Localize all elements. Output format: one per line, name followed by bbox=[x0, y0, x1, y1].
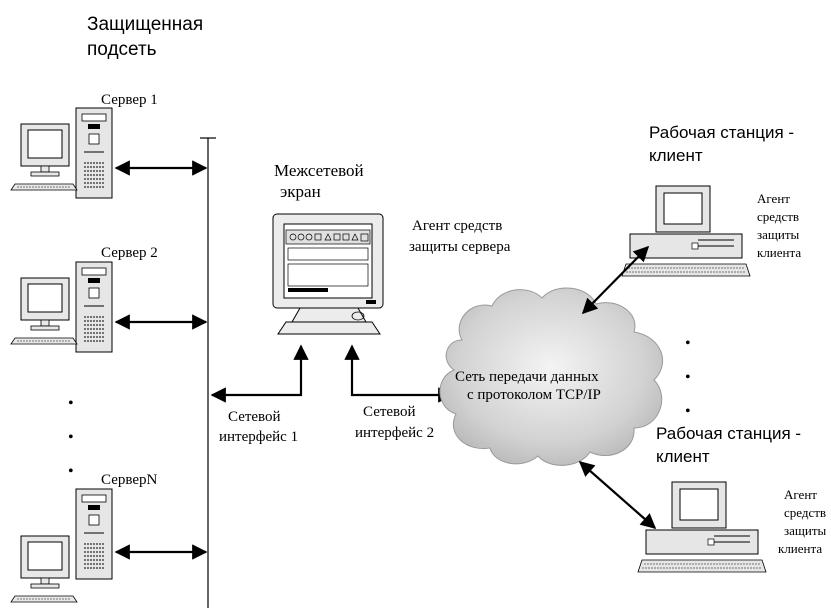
client-2-agent-line2: средств bbox=[784, 505, 826, 520]
firewall-agent-line1: Агент средств bbox=[412, 218, 502, 234]
network-label-line2: с протоколом TCP/IP bbox=[467, 387, 601, 403]
server-dot-3: • bbox=[68, 463, 74, 480]
client-2-title-line1: Рабочая станция - bbox=[656, 424, 801, 443]
firewall-title-line1: Межсетевой bbox=[274, 161, 364, 180]
firewall-interface-1-arrow bbox=[210, 344, 309, 403]
server-1-label: Сервер 1 bbox=[101, 92, 158, 108]
client-1-agent-line3: защиты bbox=[757, 227, 800, 242]
client-2-agent-line4: клиента bbox=[778, 541, 822, 556]
network-cloud-icon bbox=[439, 287, 664, 466]
client-2-link-arrow bbox=[578, 460, 657, 530]
client-1-workstation-icon bbox=[621, 185, 751, 277]
client-dot-1: • bbox=[685, 335, 691, 352]
firewall-title-line2: экран bbox=[280, 182, 321, 201]
server-n-tower-icon bbox=[75, 488, 113, 580]
firewall-agent-line2: защиты сервера bbox=[409, 239, 511, 255]
client-dot-3: • bbox=[685, 403, 691, 420]
client-1-agent-line4: клиента bbox=[757, 245, 801, 260]
client-1-agent-line2: средств bbox=[757, 209, 799, 224]
subnet-title-line1: Защищенная bbox=[87, 14, 203, 35]
client-2-workstation-icon bbox=[637, 481, 767, 573]
server-2-tower-icon bbox=[75, 261, 113, 353]
server-n-label: СерверN bbox=[101, 472, 157, 488]
server-2-label: Сервер 2 bbox=[101, 245, 158, 261]
server-n-monitor-icon bbox=[10, 535, 78, 603]
client-1-title-line1: Рабочая станция - bbox=[649, 123, 794, 142]
server-dot-1: • bbox=[68, 395, 74, 412]
server-1-tower-icon bbox=[75, 107, 113, 199]
server-dot-2: • bbox=[68, 429, 74, 446]
server-2-monitor-icon bbox=[10, 277, 78, 345]
firewall-interface-2-line1: Сетевой bbox=[363, 404, 416, 420]
client-1-title-line2: клиент bbox=[649, 146, 703, 165]
client-2-title-line2: клиент bbox=[656, 447, 710, 466]
client-2-agent-line3: защиты bbox=[784, 523, 827, 538]
firewall-interface-2-arrow bbox=[344, 344, 454, 403]
firewall-computer-icon bbox=[272, 213, 384, 335]
client-1-link-arrow bbox=[581, 245, 650, 315]
subnet-title-line2: подсеть bbox=[87, 39, 157, 60]
firewall-interface-1-line1: Сетевой bbox=[228, 409, 281, 425]
client-dot-2: • bbox=[685, 369, 691, 386]
client-2-agent-line1: Агент bbox=[784, 487, 817, 502]
network-label-line1: Сеть передачи данных bbox=[455, 369, 599, 385]
firewall-interface-1-line2: интерфейс 1 bbox=[219, 429, 298, 445]
firewall-interface-2-line2: интерфейс 2 bbox=[355, 425, 434, 441]
client-1-agent-line1: Агент bbox=[757, 191, 790, 206]
server-1-monitor-icon bbox=[10, 123, 78, 191]
